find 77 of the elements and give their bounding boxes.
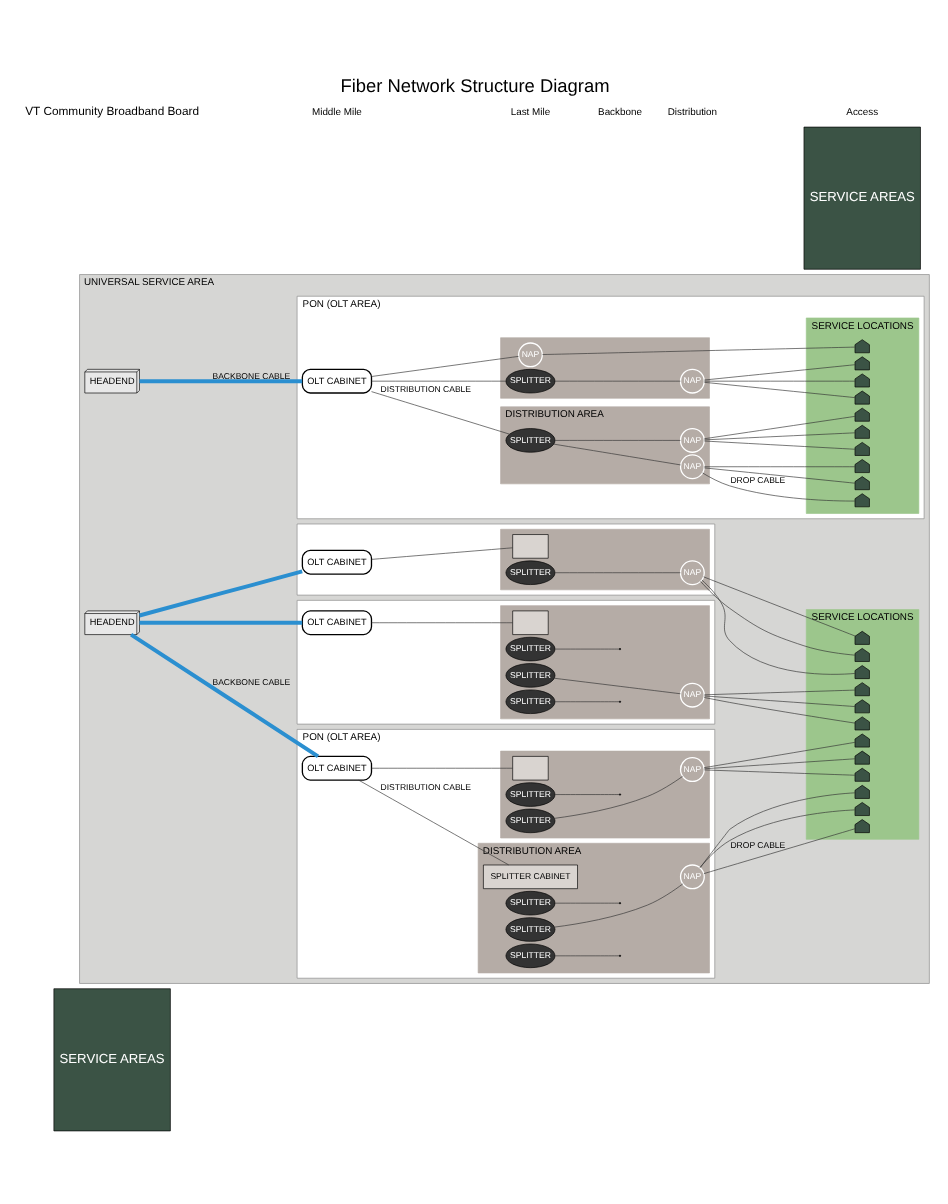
connector: [702, 696, 855, 723]
node-box: [511, 609, 548, 634]
connector: [553, 882, 683, 927]
node-house: [853, 715, 869, 730]
connector: [703, 415, 855, 439]
connector: [702, 827, 855, 873]
connector: [553, 793, 619, 794]
node-house: [853, 681, 869, 696]
connector: [138, 568, 302, 617]
node-house: [853, 406, 869, 421]
cluster: [499, 749, 709, 838]
node-house: [853, 664, 869, 678]
connector: [138, 378, 302, 383]
connector: [698, 808, 855, 867]
node-house: [853, 355, 869, 370]
connector: [553, 901, 619, 903]
connector: [370, 766, 512, 768]
node-house: [853, 423, 869, 438]
connector: [700, 578, 855, 674]
connector: [703, 439, 855, 449]
connector: [553, 700, 619, 702]
connector: [701, 471, 855, 501]
node-house: [853, 629, 869, 644]
connector: [703, 363, 855, 380]
node-box: [511, 533, 548, 558]
connector: [129, 632, 319, 757]
node-house: [853, 492, 869, 507]
diagram-title: Fiber Network Structure Diagram: [339, 75, 609, 96]
cluster: [499, 527, 709, 590]
connector: [553, 571, 680, 573]
connector: [553, 379, 680, 381]
connector: [357, 778, 508, 865]
node-house: [853, 389, 869, 404]
node-house: [853, 698, 869, 713]
connector: [138, 619, 302, 624]
node-house: [853, 458, 869, 472]
node-house: [853, 801, 869, 815]
connector: [702, 741, 855, 767]
connector: [541, 345, 855, 354]
connector: [370, 390, 509, 434]
connector: [702, 575, 855, 636]
connector: [552, 442, 680, 465]
connector: [703, 466, 855, 483]
connector: [553, 954, 619, 956]
node-house: [853, 647, 869, 661]
connector: [698, 791, 855, 867]
connector: [553, 647, 619, 649]
connector: [703, 757, 855, 769]
connector: [703, 379, 855, 381]
connector: [370, 546, 512, 559]
connector: [703, 688, 855, 695]
connector: [703, 381, 855, 397]
node-box: [511, 755, 548, 780]
node-house: [853, 749, 869, 764]
cluster: [295, 599, 715, 724]
node-house: [853, 338, 869, 353]
node-house: [853, 475, 869, 490]
node-house: [853, 372, 869, 387]
cluster: [499, 604, 709, 719]
connector: [370, 355, 518, 376]
node-house: [853, 784, 869, 798]
cluster: [295, 522, 715, 595]
node-house: [853, 766, 869, 781]
connector: [703, 431, 855, 440]
node-house: [853, 441, 869, 455]
cluster: [499, 336, 709, 398]
connector: [553, 775, 682, 818]
connector: [370, 621, 512, 623]
connector: [703, 694, 855, 706]
connector: [703, 768, 855, 775]
connector: [699, 580, 855, 655]
connector: [370, 379, 505, 381]
connector: [553, 439, 680, 440]
connector: [703, 465, 855, 467]
connector: [553, 676, 680, 694]
node-house: [853, 818, 869, 832]
node-house: [853, 732, 869, 747]
